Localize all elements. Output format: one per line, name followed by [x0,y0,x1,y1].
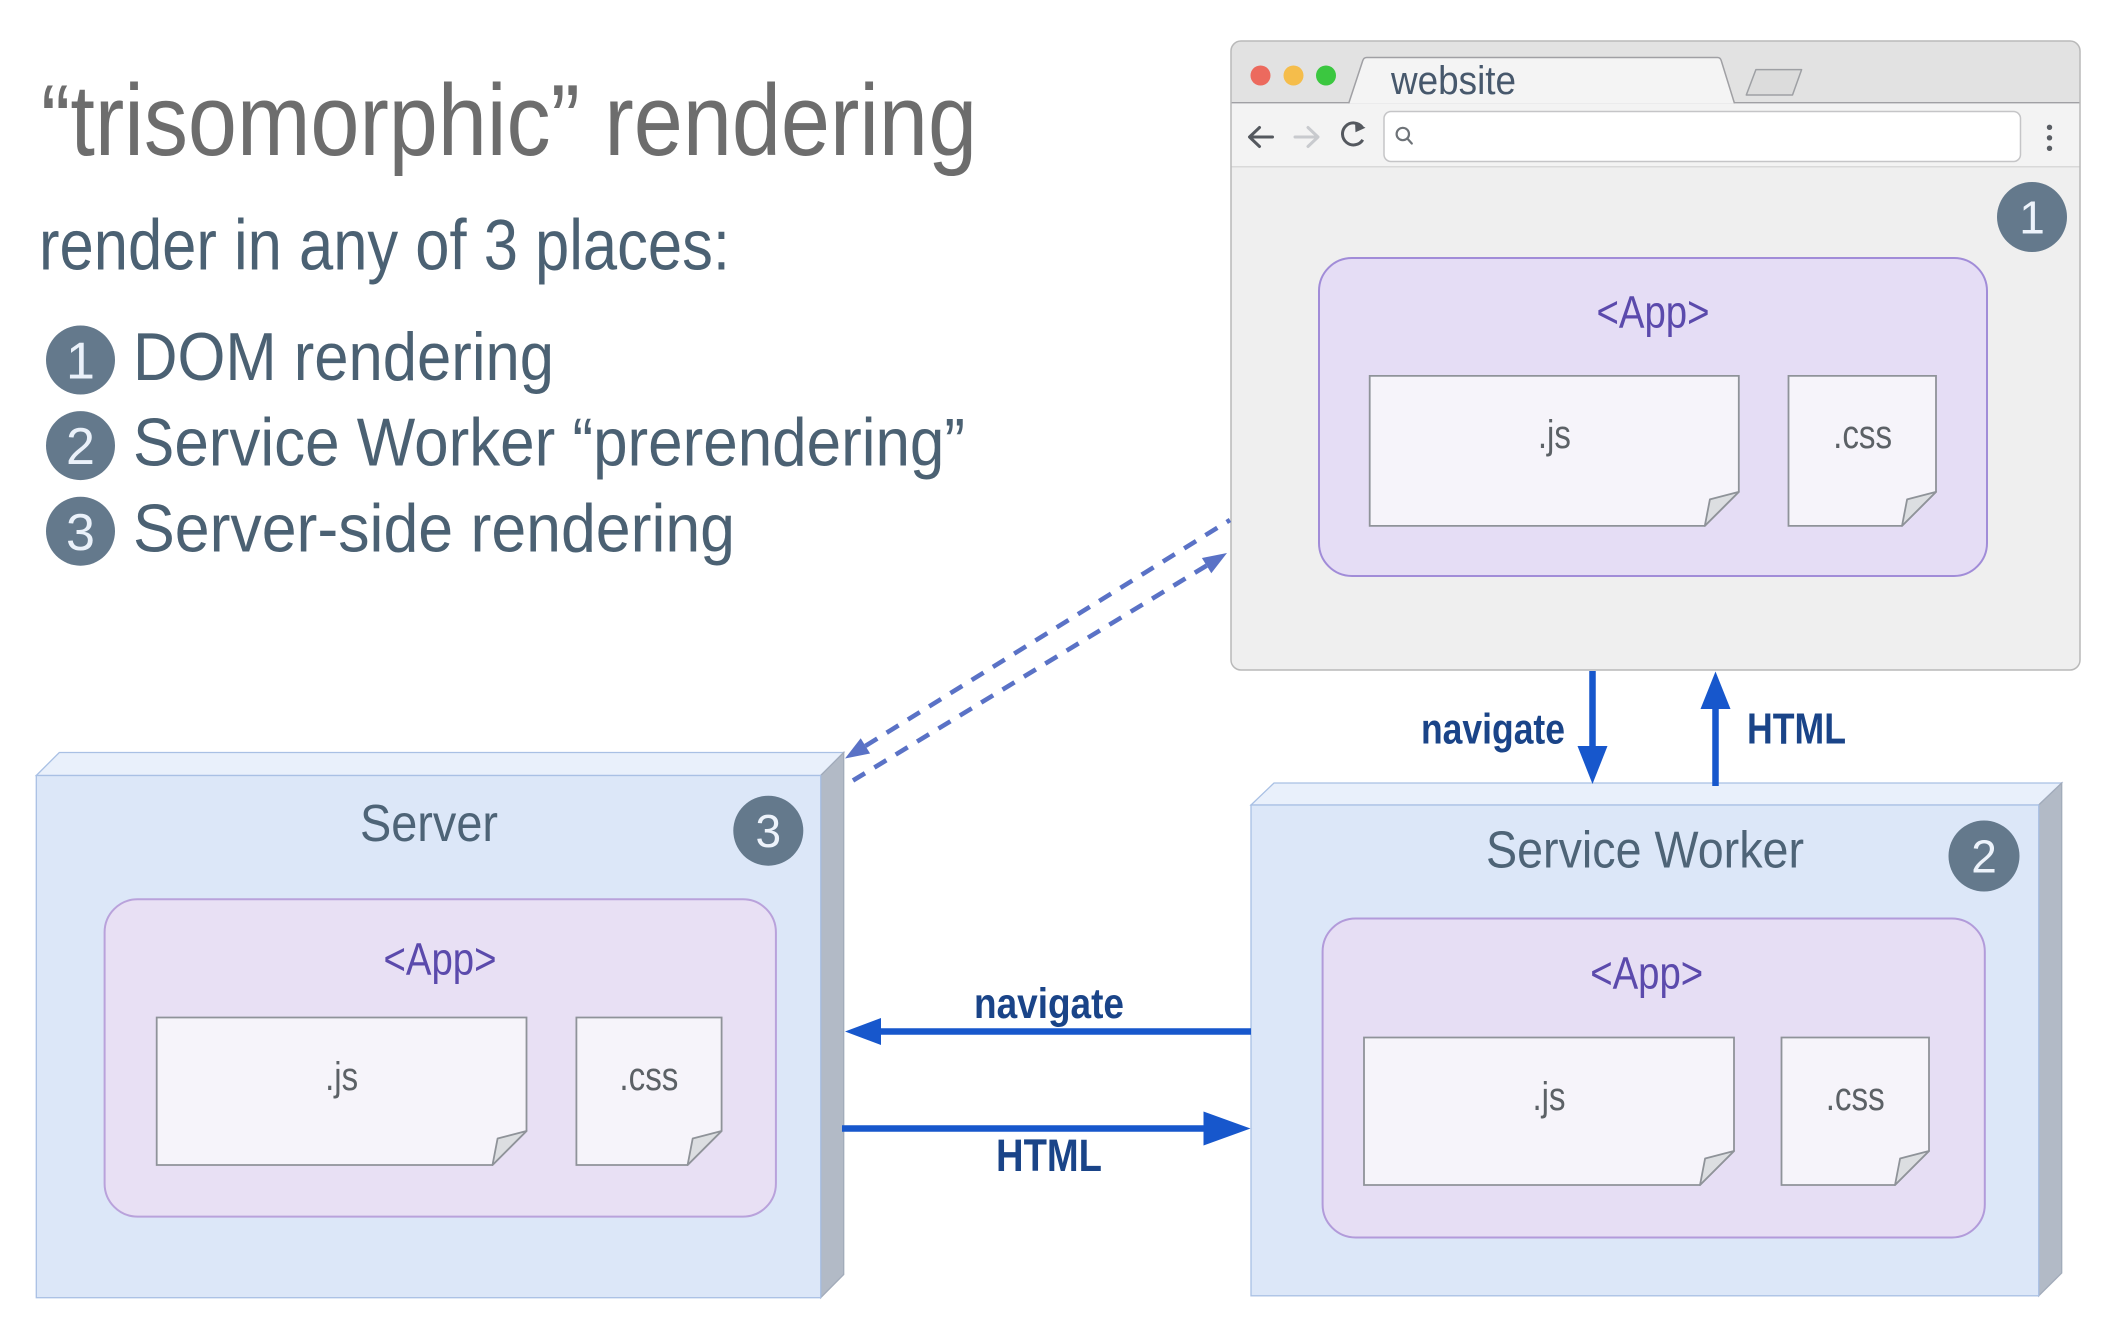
svg-text:1: 1 [2019,192,2045,244]
svg-text:navigate: navigate [1421,706,1565,754]
svg-text:<App>: <App> [1597,287,1710,338]
svg-text:DOM rendering: DOM rendering [133,319,554,395]
svg-text:3: 3 [66,504,95,562]
svg-text:render in any of 3 places:: render in any of 3 places: [39,207,730,286]
svg-text:HTML: HTML [996,1130,1102,1181]
svg-text:3: 3 [756,805,782,857]
svg-text:.css: .css [619,1055,678,1099]
svg-text:.js: .js [1538,413,1571,457]
svg-text:Server: Server [360,795,498,853]
svg-text:“trisomorphic” rendering: “trisomorphic” rendering [41,65,977,177]
svg-text:HTML: HTML [1747,705,1846,754]
svg-text:Service Worker “prerendering”: Service Worker “prerendering” [133,405,965,481]
svg-text:.js: .js [1533,1075,1566,1119]
svg-text:.css: .css [1833,413,1892,457]
svg-text:<App>: <App> [1590,948,1703,999]
svg-text:website: website [1390,59,1516,103]
svg-text:navigate: navigate [974,980,1124,1028]
svg-text:.js: .js [325,1055,358,1099]
svg-text:2: 2 [1971,831,1997,883]
svg-text:2: 2 [66,418,95,476]
svg-text:Server-side rendering: Server-side rendering [133,490,735,566]
svg-text:.css: .css [1826,1075,1885,1119]
svg-text:Service Worker: Service Worker [1486,821,1804,879]
svg-text:1: 1 [66,333,95,391]
svg-text:<App>: <App> [384,934,497,985]
